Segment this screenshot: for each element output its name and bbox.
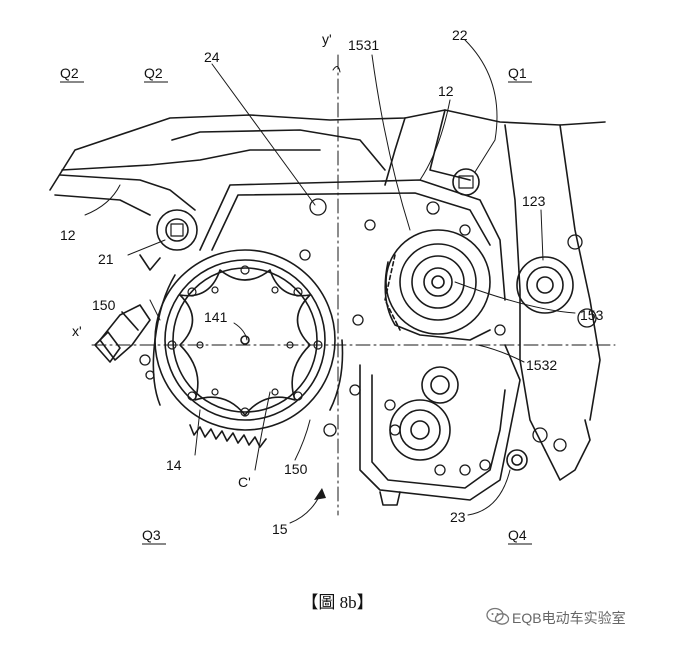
sprocket-1531 — [384, 229, 491, 341]
label-y-axis: y' — [322, 31, 332, 47]
label-1532: 1532 — [526, 357, 557, 373]
mount-21 — [156, 209, 198, 251]
label-22: 22 — [452, 27, 468, 43]
label-q1: Q1 — [508, 65, 527, 81]
label-12-left: 12 — [60, 227, 76, 243]
label-150-bottom: 150 — [284, 461, 308, 477]
bolt-22 — [452, 168, 480, 196]
label-15: 15 — [272, 521, 288, 537]
label-21: 21 — [98, 251, 114, 267]
label-c-prime: C' — [238, 474, 251, 490]
mount-23 — [506, 449, 528, 471]
motor-14 — [152, 249, 344, 448]
label-123: 123 — [522, 193, 546, 209]
gearbox — [359, 344, 521, 506]
watermark: EQB电动车实验室 — [482, 604, 672, 630]
figure-caption: 【圖 8b】 — [301, 593, 374, 612]
label-q2-left: Q2 — [60, 65, 79, 81]
wechat-icon — [486, 607, 510, 625]
label-1531: 1531 — [348, 37, 379, 53]
axis-lines — [91, 54, 616, 516]
label-q3: Q3 — [142, 527, 161, 543]
shaft-123 — [516, 256, 574, 314]
label-141: 141 — [204, 309, 228, 325]
frame-outline — [49, 109, 606, 481]
leader-lines — [84, 39, 576, 524]
arrow-15 — [314, 488, 326, 500]
label-x-axis: x' — [72, 323, 82, 339]
connector-150 — [94, 254, 161, 363]
label-q2-right: Q2 — [144, 65, 163, 81]
label-q4: Q4 — [508, 527, 527, 543]
watermark-text: EQB电动车实验室 — [512, 610, 626, 626]
reference-labels: Q2 Q2 Q1 Q3 Q4 y' x' 1531 22 24 12 12 12… — [60, 27, 604, 545]
label-150-left: 150 — [92, 297, 116, 313]
label-24: 24 — [204, 49, 220, 65]
label-23: 23 — [450, 509, 466, 525]
label-14: 14 — [166, 457, 182, 473]
label-12-top: 12 — [438, 83, 454, 99]
label-153: 153 — [580, 307, 604, 323]
